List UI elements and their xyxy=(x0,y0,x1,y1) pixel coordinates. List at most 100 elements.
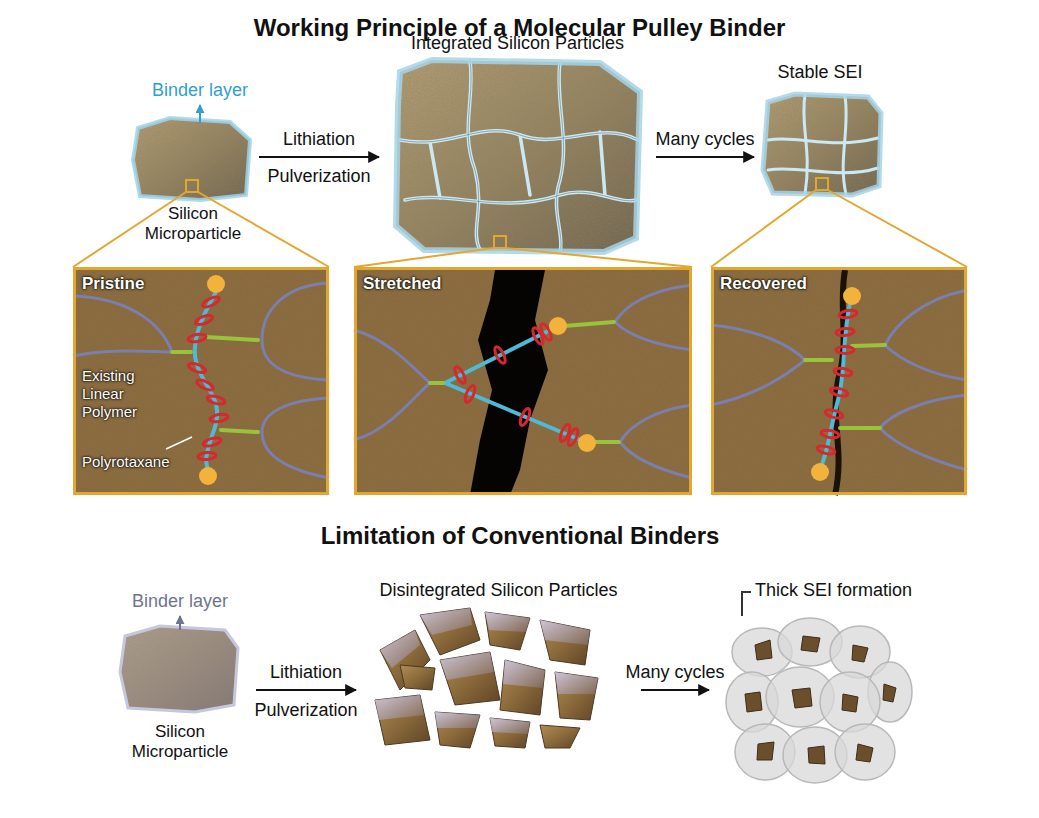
pristine-panel-art xyxy=(73,296,172,356)
sei-fragments xyxy=(757,742,774,760)
stretched-panel-art xyxy=(463,384,476,403)
section-heading: Limitation of Conventional Binders xyxy=(321,522,720,551)
fragments xyxy=(500,660,545,715)
text-slot: Pristine xyxy=(82,274,282,294)
stretched-panel-art xyxy=(445,327,585,442)
pristine-panel-art xyxy=(199,467,217,485)
pristine-panel-art xyxy=(73,267,329,495)
fragments xyxy=(400,665,435,690)
zoom-panel: Recovered xyxy=(711,267,967,495)
fragment-faces xyxy=(485,612,530,632)
fragments xyxy=(485,612,530,650)
pristine-panel-art xyxy=(73,267,329,495)
fragments xyxy=(375,608,598,748)
recovered-panel-art xyxy=(843,287,861,305)
pristine-panel-art xyxy=(166,437,192,449)
pristine-panel-art xyxy=(73,283,329,478)
zoom-lines xyxy=(828,190,967,267)
binder-pointer xyxy=(200,105,201,123)
fragment-faces xyxy=(375,608,598,734)
sei-fragments xyxy=(852,645,868,662)
conventional-particle xyxy=(120,626,238,712)
panel-label: Existing Linear Polymer xyxy=(82,367,164,421)
stretched-panel-art xyxy=(354,267,692,495)
stretched-panel-art xyxy=(549,317,567,335)
fragments xyxy=(375,695,430,745)
binder-pointer xyxy=(199,105,201,123)
panel-label: Polyrotaxane xyxy=(82,453,202,471)
stretched-panel-art xyxy=(593,440,619,444)
pristine-panel-art xyxy=(187,362,206,375)
fragment-faces xyxy=(555,672,598,694)
stretched-panel-art xyxy=(354,330,430,383)
figure-caption: Disintegrated Silicon Particles xyxy=(362,580,635,602)
recovered-panel-art xyxy=(834,367,853,377)
text-slot: Stretched xyxy=(363,274,563,294)
recovered-panel-art xyxy=(885,290,967,380)
pristine-panel-art xyxy=(188,333,207,343)
particle-figure: Disintegrated Silicon Particles xyxy=(362,580,635,752)
zoom-lines xyxy=(506,248,692,267)
stretched-panel-art xyxy=(564,322,614,326)
sei-fragments xyxy=(755,640,772,660)
recovered-panel-art xyxy=(821,429,840,439)
pristine-panel-art xyxy=(202,436,221,447)
recovered-panel-art xyxy=(805,358,832,362)
fragment-faces xyxy=(503,660,545,688)
particle-figure: Silicon Microparticle xyxy=(110,622,250,763)
sei-fragments xyxy=(808,746,825,764)
recovered-panel-art xyxy=(836,328,855,337)
stretched-panel-art xyxy=(354,285,692,478)
stretched-panel-art xyxy=(518,407,531,426)
recovered-panel-art xyxy=(880,395,967,470)
sei-fragments xyxy=(842,694,858,712)
pristine-panel-art xyxy=(206,337,258,340)
stretched-panel-art xyxy=(430,322,619,442)
figure-caption: Thick SEI formation xyxy=(755,580,925,602)
sei-fragments xyxy=(801,636,820,652)
stretched-panel-art xyxy=(620,405,692,478)
particle-figure: Stable SEI xyxy=(760,62,880,202)
integrated-particles xyxy=(396,60,640,252)
binder-pointer xyxy=(179,616,181,630)
stretched-panel-art xyxy=(615,285,692,350)
stretched-panel-art xyxy=(354,383,430,440)
sei-fragments xyxy=(856,744,873,762)
panel-title: Pristine xyxy=(82,274,282,294)
recovered-panel-art xyxy=(711,267,967,495)
figure-caption: Silicon Microparticle xyxy=(110,722,250,763)
integrated-particles xyxy=(396,60,640,252)
fragment-faces xyxy=(440,652,494,680)
silicon-microparticle xyxy=(186,180,198,192)
stretched-panel-art xyxy=(566,427,579,446)
annotation-label: Pulverization xyxy=(267,166,370,188)
text-slot: Polyrotaxane xyxy=(82,453,202,471)
recovered-panel-art xyxy=(852,345,885,346)
fragments xyxy=(420,608,480,655)
integrated-particles xyxy=(494,236,506,248)
fragments xyxy=(490,718,530,748)
annotation-label: Pulverization xyxy=(254,700,357,722)
thick-sei-cloud xyxy=(820,672,880,732)
flow-arrow xyxy=(259,156,379,158)
zoom-lines xyxy=(73,190,967,267)
stretched-panel-art xyxy=(445,327,556,383)
recovered-panel-art xyxy=(711,267,967,495)
zoom-lines xyxy=(354,248,494,267)
particle-figure: Thick SEI formation xyxy=(715,580,925,794)
figure-caption: Stable SEI xyxy=(760,62,880,84)
fragments xyxy=(555,672,598,720)
flow-arrow xyxy=(256,689,356,691)
sei-fragments xyxy=(883,684,896,702)
annotation-label: Binder layer xyxy=(152,80,248,102)
sei-pointer xyxy=(742,592,751,616)
conventional-particle xyxy=(120,626,238,712)
pristine-panel-art xyxy=(206,394,225,405)
fragments xyxy=(540,725,580,748)
sei-fragments xyxy=(792,688,812,708)
stretched-panel-art xyxy=(453,322,580,446)
title-heading: Working Principle of a Molecular Pulley … xyxy=(0,14,1039,42)
